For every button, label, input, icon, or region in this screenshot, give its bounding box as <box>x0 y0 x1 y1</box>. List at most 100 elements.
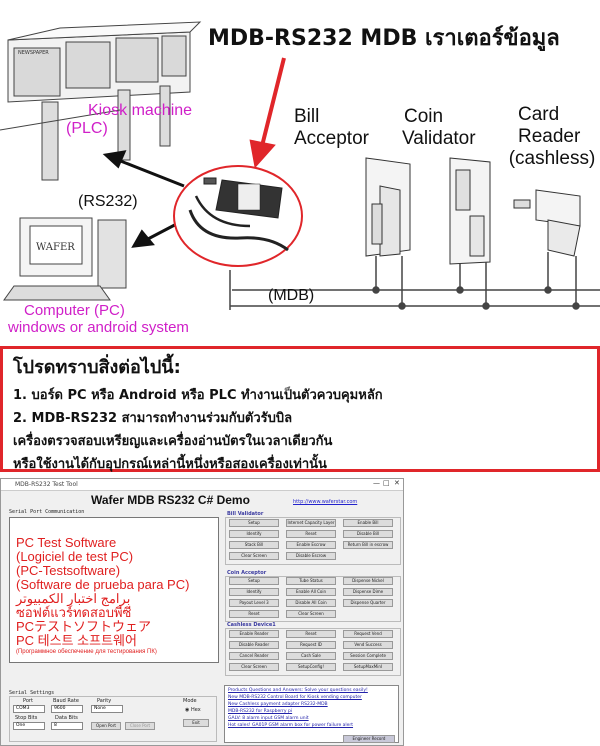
coin-button-5[interactable]: Enable All Coin <box>286 588 336 596</box>
data-bits-select[interactable]: 8 <box>51 722 83 730</box>
bill-button-11[interactable]: Disable Escrow <box>286 552 336 560</box>
close-port-button[interactable]: Close Port <box>125 722 155 730</box>
serial-settings-group <box>9 696 217 742</box>
mdb-rs232-adapter <box>188 177 289 252</box>
coin-button-10[interactable]: Reset <box>229 610 279 618</box>
mode-hex-radio[interactable]: ◉ Hex <box>185 707 201 713</box>
coin-button-6[interactable]: Dispense Dime <box>343 588 393 596</box>
test-tool-window: MDB-RS232 Test Tool — □ ✕ Wafer MDB RS23… <box>0 478 404 746</box>
computer-drawing <box>3 217 127 301</box>
cashless-button-11[interactable]: SetupConfig! <box>286 663 336 671</box>
baud-select[interactable]: 9600 <box>51 705 83 713</box>
pc-label: Computer (PC) windows or android system <box>8 302 189 336</box>
bill-button-6[interactable]: Disable Bill <box>343 530 393 538</box>
coin-button-11[interactable]: Clear Screen <box>286 610 336 618</box>
kiosk-label-line2: (PLC) <box>66 120 108 137</box>
coin-validator-label: Coin Validator <box>402 106 476 150</box>
software-line-6: ซอฟต์แวร์ทดสอบพีซี <box>16 605 132 620</box>
coin-button-7[interactable]: Payout Level 3 <box>229 599 279 607</box>
notice-line-4: หรือใช้งานได้กับอุปกรณ์เหล่านี้หนึ่งหรือ… <box>13 457 327 472</box>
maximize-icon[interactable]: □ <box>383 479 390 487</box>
cashless-button-1[interactable]: Enable Reader <box>229 630 279 638</box>
cashless-button-7[interactable]: Cancel Reader <box>229 652 279 660</box>
parity-select[interactable]: None <box>91 705 123 713</box>
bill-button-8[interactable]: Enable Escrow <box>286 541 336 549</box>
mdb-bus <box>229 252 600 310</box>
mode-label: Mode <box>183 698 197 704</box>
exit-button[interactable]: Exit <box>183 719 209 727</box>
coin-button-1[interactable]: Setup <box>229 577 279 585</box>
news-item-1[interactable]: Products Questions and Answers: Solve yo… <box>228 688 368 693</box>
coin-label-line1: Coin <box>404 106 444 127</box>
card-reader-label: Card Reader (cashless) <box>509 104 598 170</box>
news-item-4[interactable]: MDB-RS232 for Raspberry pi <box>228 709 293 714</box>
cashless-button-9[interactable]: Session Complete <box>343 652 393 660</box>
cashless-button-4[interactable]: Disable Reader <box>229 641 279 649</box>
minimize-icon[interactable]: — <box>373 479 380 487</box>
data-bits-label: Data Bits <box>55 715 78 721</box>
cashless-button-10[interactable]: Clear Screen <box>229 663 279 671</box>
notice-line-1: 1. บอร์ด PC หรือ Android หรือ PLC ทำงานเ… <box>13 388 383 403</box>
bill-button-7[interactable]: Stack Bill <box>229 541 279 549</box>
news-box: Products Questions and Answers: Solve yo… <box>224 685 399 743</box>
news-item-3[interactable]: New Cashless payment adapter RS232-MDB <box>228 702 328 707</box>
bill-validator-group <box>225 517 401 565</box>
coin-validator-drawing <box>449 157 491 265</box>
cashless-button-5[interactable]: Request ID <box>286 641 336 649</box>
news-item-2[interactable]: New MDB-RS232 Control Board for Kiosk ve… <box>228 695 362 700</box>
notice-line-3: เครื่องตรวจสอบเหรียญและเครื่องอ่านบัตรใน… <box>13 434 333 449</box>
cashless-button-12[interactable]: SetupMaxMinI <box>343 663 393 671</box>
serial-port-comm-label: Serial Port Communication <box>9 509 85 515</box>
stop-bits-select[interactable]: One <box>13 722 45 730</box>
port-select[interactable]: COM3 <box>13 705 45 713</box>
window-titlebar: MDB-RS232 Test Tool <box>1 479 403 491</box>
app-title: Wafer MDB RS232 C# Demo <box>91 493 250 507</box>
cashless-group <box>225 628 401 676</box>
software-line-7: PCテストソフトウェア <box>16 619 152 634</box>
cashless-button-6[interactable]: Vend Success <box>343 641 393 649</box>
card-label-line2: Reader <box>518 126 581 147</box>
cashless-button-8[interactable]: Cash Sale <box>286 652 336 660</box>
coin-button-4[interactable]: Identify <box>229 588 279 596</box>
news-item-5[interactable]: GALV: 8 alarm input GSM alarm unit <box>228 716 309 721</box>
bill-acceptor-drawing <box>365 157 411 257</box>
pc-label-line2: windows or android system <box>8 319 189 336</box>
window-title: MDB-RS232 Test Tool <box>15 481 78 488</box>
bill-button-5[interactable]: Reset <box>286 530 336 538</box>
cashless-button-3[interactable]: Request Vend <box>343 630 393 638</box>
website-link[interactable]: http://www.waferstar.com <box>293 499 358 505</box>
bill-button-10[interactable]: Clear Screen <box>229 552 279 560</box>
diagram-title: MDB-RS232 MDB เราเตอร์ข้อมูล <box>208 26 560 51</box>
bill-button-3[interactable]: Enable Bill <box>343 519 393 527</box>
bill-label-line1: Bill <box>294 106 320 127</box>
log-textbox[interactable]: PC Test Software (Logiciel de test PC) (… <box>9 517 219 663</box>
notice-box: โปรดทราบสิ่งต่อไปนี้: 1. บอร์ด PC หรือ A… <box>0 346 600 472</box>
system-diagram: NEWSPAPER WAFER <box>0 21 600 310</box>
coin-button-8[interactable]: Disable All Coin <box>286 599 336 607</box>
notice-heading: โปรดทราบสิ่งต่อไปนี้: <box>13 357 181 378</box>
bill-button-9[interactable]: Return Bill in escrow <box>343 541 393 549</box>
wafer-screen: WAFER <box>36 242 75 253</box>
open-port-button[interactable]: Open Port <box>91 722 121 730</box>
bill-acceptor-label: Bill Acceptor <box>294 106 369 150</box>
bill-button-1[interactable]: Setup <box>229 519 279 527</box>
coin-button-9[interactable]: Dispense Quarter <box>343 599 393 607</box>
news-item-6[interactable]: Hot sales! GA01P GSM alarm box for power… <box>228 723 354 728</box>
bill-button-2[interactable]: Internet Capacity Layer <box>286 519 336 527</box>
cashless-button-2[interactable]: Reset <box>286 630 336 638</box>
coin-button-2[interactable]: Tube Status <box>286 577 336 585</box>
bill-validator-heading: Bill Validator <box>227 511 264 517</box>
coin-button-3[interactable]: Dispense Nickel <box>343 577 393 585</box>
engineer-record-button[interactable]: Engineer Record <box>343 735 395 743</box>
bill-button-4[interactable]: Identify <box>229 530 279 538</box>
serial-settings-label: Serial Settings <box>9 690 55 696</box>
close-icon[interactable]: ✕ <box>394 479 400 487</box>
cashless-heading: Cashless Device1 <box>227 622 276 628</box>
card-label-line1: Card <box>518 104 560 125</box>
baud-label: Baud Rate <box>53 698 79 704</box>
kiosk-label: Kiosk machine (PLC) <box>66 102 192 138</box>
port-label: Port <box>23 698 33 704</box>
card-reader-drawing <box>513 189 581 257</box>
stop-bits-label: Stop Bits <box>15 715 38 721</box>
coin-acceptor-heading: Coin Acceptor <box>227 570 267 576</box>
